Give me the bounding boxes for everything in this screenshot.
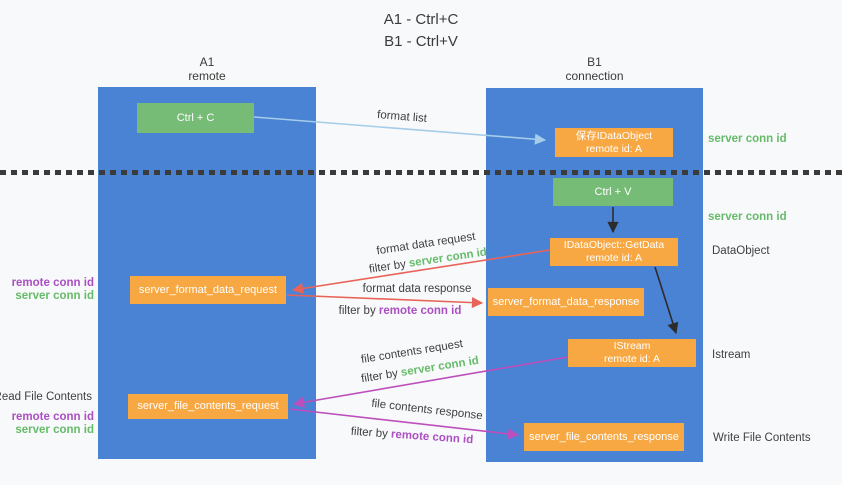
- node-server-file-contents-request: server_file_contents_request: [128, 394, 288, 419]
- arrow-getdata-to-istream: [654, 266, 679, 335]
- node-file-response-label: server_file_contents_response: [529, 430, 679, 443]
- node-ctrl-c: Ctrl + C: [137, 103, 254, 133]
- left-remote-conn-id-2: remote conn id: [11, 411, 94, 423]
- left-server-conn-id-1: server conn id: [15, 290, 94, 302]
- dotted-divider-line: [0, 170, 842, 175]
- lane-a1-name: A1: [199, 55, 215, 69]
- side-label-istream: Istream: [712, 349, 751, 361]
- node-server-format-data-response: server_format_data_response: [488, 288, 644, 316]
- node-getdata-line2: remote id: A: [585, 252, 643, 264]
- node-ctrl-c-label: Ctrl + C: [176, 111, 215, 124]
- node-format-request-label: server_format_data_request: [138, 283, 278, 296]
- node-format-response-label: server_format_data_response: [492, 295, 640, 308]
- node-getdata-line1: IDataObject::GetData: [563, 239, 665, 251]
- side-label-server-conn-id-mid: server conn id: [708, 211, 787, 223]
- filter-by-text: filter by: [338, 305, 376, 317]
- side-label-server-conn-id-top: server conn id: [708, 133, 787, 145]
- side-label-read-file-contents: Read File Contents: [0, 391, 92, 403]
- node-file-request-label: server_file_contents_request: [137, 400, 279, 412]
- side-label-dataobject: DataObject: [712, 245, 770, 257]
- node-idataobject-getdata: IDataObject::GetData remote id: A: [550, 238, 678, 266]
- filter-by-text: filter by: [350, 425, 389, 441]
- node-save-idataobject: 保存IDataObject remote id: A: [555, 128, 673, 157]
- node-istream: IStream remote id: A: [568, 339, 696, 367]
- node-istream-line1: IStream: [613, 340, 651, 352]
- left-server-conn-id-2: server conn id: [15, 424, 94, 436]
- arrow-format-data-response: [286, 294, 484, 309]
- edge-label-format-data-response: format data response: [362, 283, 472, 295]
- node-server-format-data-request: server_format_data_request: [130, 276, 286, 304]
- left-conn-id-group-1: remote conn id server conn id: [12, 277, 94, 303]
- remote-conn-id-text: remote conn id: [378, 305, 462, 317]
- diagram-title: A1 - Ctrl+C B1 - Ctrl+V: [0, 9, 842, 53]
- node-ctrl-v-label: Ctrl + V: [594, 185, 632, 198]
- left-conn-id-group-2: remote conn id server conn id: [12, 411, 94, 437]
- lane-b1-header: B1 connection: [486, 55, 703, 83]
- arrow-file-contents-response: [288, 408, 520, 440]
- node-istream-line2: remote id: A: [603, 353, 661, 365]
- lane-a1-subtitle: remote: [188, 69, 226, 83]
- arrow-format-data-request: [291, 249, 551, 294]
- side-label-write-file-contents: Write File Contents: [713, 432, 811, 444]
- node-save-idataobject-line2: remote id: A: [585, 142, 643, 155]
- lane-b1-name: B1: [587, 55, 602, 69]
- title-line-1: A1 - Ctrl+C: [383, 11, 459, 28]
- node-server-file-contents-response: server_file_contents_response: [524, 423, 684, 451]
- arrow-file-contents-request: [292, 356, 569, 408]
- title-line-2: B1 - Ctrl+V: [384, 33, 458, 50]
- lane-b1-subtitle: connection: [565, 69, 624, 83]
- edge-label-filter-by-remote-conn-1: filter by remote conn id: [339, 305, 462, 317]
- node-save-idataobject-line1: 保存IDataObject: [575, 129, 653, 142]
- left-remote-conn-id-1: remote conn id: [11, 277, 94, 289]
- node-ctrl-v: Ctrl + V: [553, 178, 673, 206]
- arrow-format-list: [253, 116, 547, 145]
- lane-a1-header: A1 remote: [98, 55, 316, 83]
